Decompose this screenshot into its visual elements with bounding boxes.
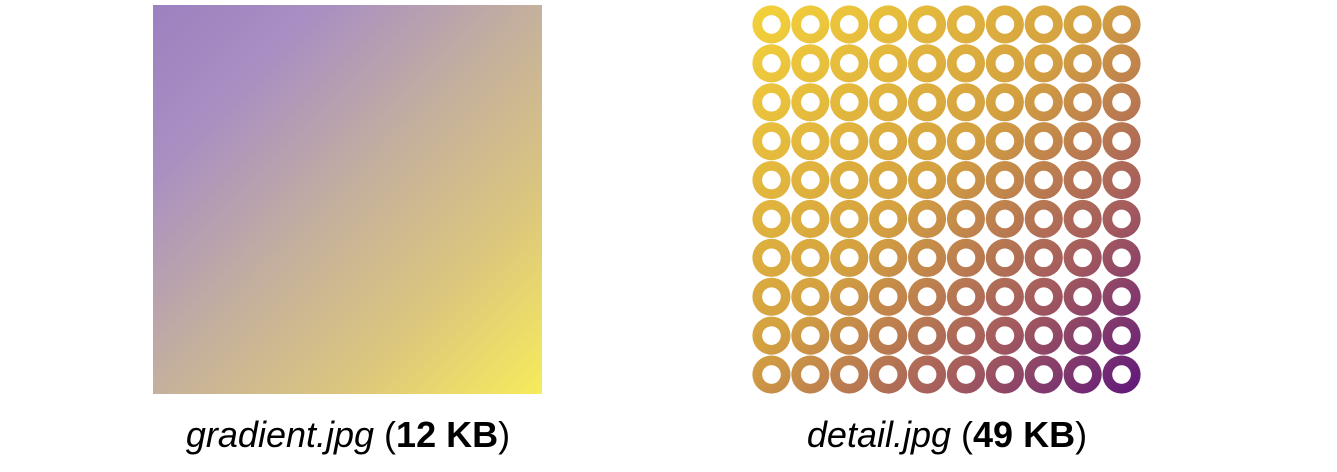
detail-pattern [752, 5, 1141, 394]
detail-size: 49 KB [973, 414, 1076, 455]
gradient-caption: gradient.jpg (12 KB) [185, 414, 511, 455]
detail-image [752, 5, 1141, 394]
detail-filename: detail.jpg [806, 414, 952, 455]
gradient-filename: gradient.jpg [185, 414, 375, 455]
detail-caption: detail.jpg (49 KB) [806, 414, 1088, 455]
detail-figure [752, 5, 1142, 394]
gradient-image [153, 5, 542, 394]
gradient-size: 12 KB [396, 414, 499, 455]
gradient-figure [153, 5, 543, 394]
